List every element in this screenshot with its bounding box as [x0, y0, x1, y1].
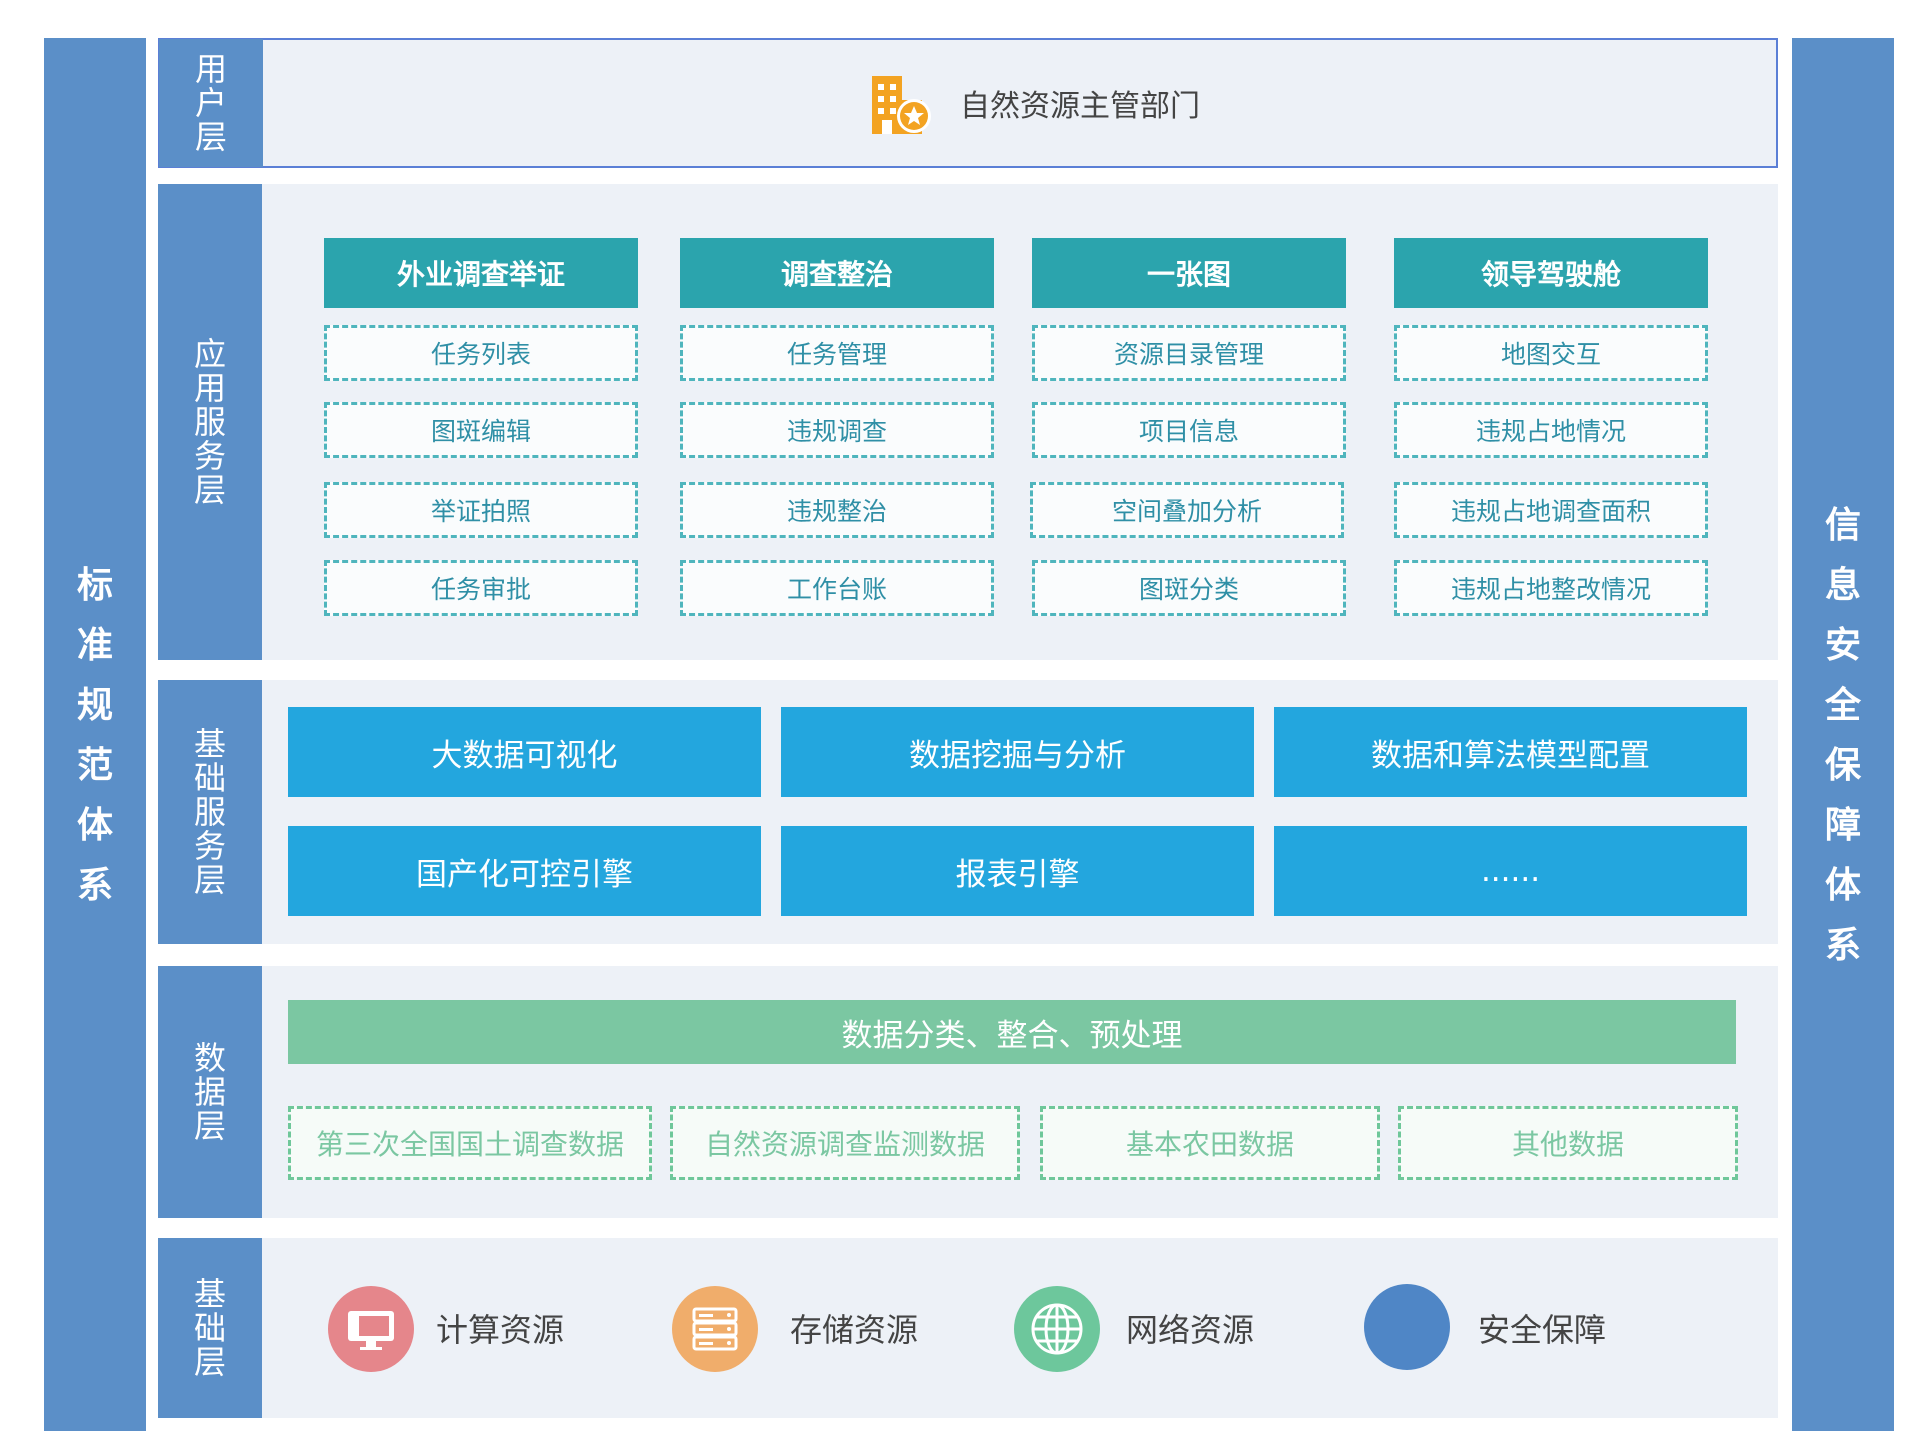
base-service-layer-label: 基 础 服 务 层 — [158, 680, 262, 944]
app-item: 违规调查 — [680, 402, 994, 458]
infra-layer — [158, 1238, 1778, 1418]
label-char: 层 — [193, 1343, 226, 1381]
app-item: 任务审批 — [324, 560, 638, 616]
app-item: 项目信息 — [1032, 402, 1346, 458]
app-item: 违规占地整改情况 — [1394, 560, 1708, 616]
standards-system-bar: 标 准 规 范 体 系 — [44, 38, 146, 1431]
service-box: 报表引擎 — [781, 826, 1254, 916]
app-column-header: 一张图 — [1032, 238, 1346, 308]
app-item: 违规占地情况 — [1394, 402, 1708, 458]
app-item: 图斑编辑 — [324, 402, 638, 458]
label-char: 应 — [193, 335, 226, 373]
service-box: 国产化可控引擎 — [288, 826, 761, 916]
label-char: 基 — [193, 1275, 226, 1313]
label-char: 基 — [193, 725, 226, 763]
bar-char: 系 — [76, 863, 113, 906]
bar-char: 系 — [1824, 923, 1861, 966]
server-icon — [672, 1286, 758, 1372]
label-char: 层 — [193, 861, 226, 899]
bar-char: 保 — [1824, 743, 1861, 786]
label-char: 数 — [193, 1039, 226, 1077]
bar-char: 准 — [76, 623, 113, 666]
resource-label: 安全保障 — [1478, 1311, 1607, 1349]
bar-char: 标 — [76, 563, 113, 606]
app-service-layer-label: 应 用 服 务 层 — [158, 184, 262, 660]
app-item: 空间叠加分析 — [1030, 482, 1344, 538]
service-box: 数据挖掘与分析 — [781, 707, 1254, 797]
bar-char: 安 — [1824, 623, 1861, 666]
bar-char: 规 — [76, 683, 113, 726]
bar-char: 息 — [1824, 563, 1861, 606]
app-column-header: 外业调查举证 — [324, 238, 638, 308]
label-char: 础 — [193, 759, 226, 797]
label-char: 服 — [193, 793, 226, 831]
label-char: 务 — [193, 437, 226, 475]
app-item: 违规整治 — [680, 482, 994, 538]
label-char: 户 — [194, 84, 227, 122]
resource-label: 网络资源 — [1126, 1311, 1255, 1349]
label-char: 用 — [193, 369, 226, 407]
label-char: 础 — [193, 1309, 226, 1347]
app-item: 违规占地调查面积 — [1394, 482, 1708, 538]
data-source-item: 基本农田数据 — [1040, 1106, 1380, 1180]
label-char: 层 — [193, 1107, 226, 1145]
data-processing-bar: 数据分类、整合、预处理 — [288, 1000, 1736, 1064]
infra-layer-label: 基 础 层 — [158, 1238, 262, 1418]
service-box: 数据和算法模型配置 — [1274, 707, 1747, 797]
app-item: 资源目录管理 — [1032, 325, 1346, 381]
computer-icon — [328, 1286, 414, 1372]
app-item: 工作台账 — [680, 560, 994, 616]
user-layer — [158, 38, 1778, 168]
app-item: 图斑分类 — [1032, 560, 1346, 616]
globe-icon — [1014, 1286, 1100, 1372]
app-column-header: 领导驾驶舱 — [1394, 238, 1708, 308]
bar-char: 障 — [1824, 803, 1861, 846]
label-char: 务 — [193, 827, 226, 865]
bar-char: 体 — [1824, 863, 1861, 906]
user-dept-label: 自然资源主管部门 — [960, 89, 1200, 124]
label-char: 据 — [193, 1073, 226, 1111]
label-char: 层 — [194, 118, 227, 156]
app-item: 举证拍照 — [324, 482, 638, 538]
label-char: 层 — [193, 471, 226, 509]
label-char: 用 — [194, 50, 227, 88]
app-item: 任务管理 — [680, 325, 994, 381]
bar-char: 范 — [76, 743, 113, 786]
data-layer-label: 数 据 层 — [158, 966, 262, 1218]
bar-char: 全 — [1824, 683, 1861, 726]
app-item: 任务列表 — [324, 325, 638, 381]
info-security-system-bar: 信 息 安 全 保 障 体 系 — [1792, 38, 1894, 1431]
bar-char: 体 — [76, 803, 113, 846]
data-source-item: 其他数据 — [1398, 1106, 1738, 1180]
app-item: 地图交互 — [1394, 325, 1708, 381]
resource-label: 计算资源 — [436, 1311, 565, 1349]
resource-label: 存储资源 — [790, 1311, 919, 1349]
bar-char: 信 — [1824, 503, 1861, 546]
label-char: 服 — [193, 403, 226, 441]
data-source-item: 第三次全国国土调查数据 — [288, 1106, 652, 1180]
data-source-item: 自然资源调查监测数据 — [670, 1106, 1020, 1180]
service-box: ...... — [1274, 826, 1747, 916]
user-layer-label: 用 户 层 — [159, 39, 263, 167]
building-star-icon — [868, 72, 938, 138]
app-column-header: 调查整治 — [680, 238, 994, 308]
circle-icon — [1364, 1284, 1450, 1370]
service-box: 大数据可视化 — [288, 707, 761, 797]
